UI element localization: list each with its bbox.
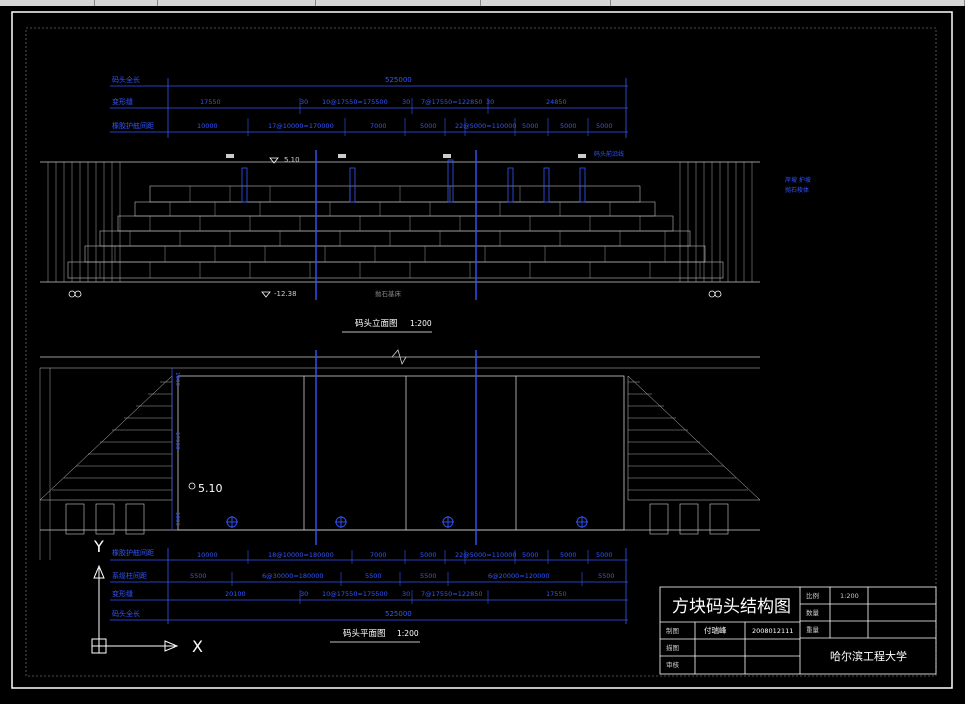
dim-fender-cell: 17@10000=170000 bbox=[268, 122, 334, 130]
dim-joint-cell: 17550 bbox=[200, 98, 221, 106]
dim-fender-label: 橡胶护舷间距 bbox=[112, 121, 154, 130]
dim-joint-label-plan: 变形缝 bbox=[112, 589, 133, 598]
side-note-1: 岸坡 护坡 bbox=[785, 176, 811, 184]
plan-dim-3: 1000 bbox=[174, 512, 180, 526]
dim-fender-cell: 10000 bbox=[197, 122, 218, 130]
bottom-note: 抛石基床 bbox=[375, 289, 402, 298]
dim-joint-plan-cell: 20100 bbox=[225, 590, 246, 598]
dim-fender-plan-cell: 5000 bbox=[420, 551, 437, 559]
cad-viewport[interactable]: 码头全长 变形缝 橡胶护舷间距 525000 17550 30 10@17550… bbox=[0, 6, 965, 700]
dim-joint-plan-cell: 30 bbox=[402, 590, 410, 598]
dim-fender-cell: 22@5000=110000 bbox=[455, 122, 517, 130]
plan-dimensions: 橡胶护舷间距 系缆柱间距 变形缝 码头全长 10000 18@10000=180… bbox=[110, 548, 628, 643]
dim-total-label-plan: 码头全长 bbox=[112, 609, 140, 618]
toolbar-strip bbox=[0, 0, 965, 6]
label-drawn: 制图 bbox=[666, 626, 679, 635]
dim-bollard-cell: 5500 bbox=[190, 572, 207, 580]
dim-fender-cell: 7000 bbox=[370, 122, 387, 130]
dim-total-value: 525000 bbox=[385, 76, 412, 84]
dim-bollard-label: 系缆柱间距 bbox=[112, 571, 147, 580]
cad-drawing: 码头全长 变形缝 橡胶护舷间距 525000 17550 30 10@17550… bbox=[11, 11, 953, 689]
elevation-scale: 1:200 bbox=[410, 319, 432, 328]
elevation-view: 5.10 -12.38 抛石基床 码头前沿线 岸坡 护坡 抛石棱体 码头立面图 … bbox=[40, 150, 811, 333]
dim-fender-plan-cell: 5000 bbox=[596, 551, 613, 559]
dim-joint-plan-cell: 17550 bbox=[546, 590, 567, 598]
dim-fender-plan-cell: 18@10000=180000 bbox=[268, 551, 334, 559]
dim-joint-label: 变形缝 bbox=[112, 97, 133, 106]
plan-dim-2: 17000 bbox=[174, 432, 180, 450]
plan-view: 1000 17000 1000 5.10 bbox=[39, 349, 761, 560]
dim-fender-label-plan: 橡胶护舷间距 bbox=[112, 548, 154, 557]
side-note-2: 抛石棱体 bbox=[785, 186, 809, 194]
drawn-by: 付瑞峰 bbox=[704, 625, 727, 635]
dim-fender-cell: 5000 bbox=[596, 122, 613, 130]
dim-bollard-cell: 5500 bbox=[420, 572, 437, 580]
dim-fender-cell: 5000 bbox=[420, 122, 437, 130]
elev-top-level: 5.10 bbox=[284, 156, 300, 164]
toolbar-segment[interactable] bbox=[611, 0, 965, 6]
dim-fender-plan-cell: 22@5000=110000 bbox=[455, 551, 517, 559]
dim-fender-plan-cell: 5000 bbox=[560, 551, 577, 559]
dim-fender-plan-cell: 5000 bbox=[522, 551, 539, 559]
top-note: 码头前沿线 bbox=[594, 150, 624, 158]
drawing-title: 方块码头结构图 bbox=[672, 597, 791, 617]
label-qty: 数量 bbox=[806, 608, 820, 617]
dim-joint-plan-cell: 10@17550=175500 bbox=[322, 590, 388, 598]
dim-joint-cell: 24850 bbox=[546, 98, 567, 106]
label-weight: 重量 bbox=[806, 626, 820, 634]
scale-value: 1:200 bbox=[840, 592, 859, 600]
dim-bollard-cell: 6@30000=180000 bbox=[262, 572, 324, 580]
elev-bottom-level: -12.38 bbox=[274, 290, 297, 298]
elevation-dimensions: 码头全长 变形缝 橡胶护舷间距 525000 17550 30 10@17550… bbox=[110, 75, 628, 138]
dim-joint-cell: 30 bbox=[486, 98, 494, 106]
plan-scale: 1:200 bbox=[397, 629, 419, 638]
toolbar-segment[interactable] bbox=[0, 0, 96, 6]
dim-fender-cell: 5000 bbox=[560, 122, 577, 130]
axis-y-label: Y bbox=[93, 537, 104, 556]
plan-title: 码头平面图 bbox=[343, 628, 386, 639]
dim-fender-cell: 5000 bbox=[522, 122, 539, 130]
label-review: 审核 bbox=[666, 660, 680, 669]
dim-fender-plan-cell: 10000 bbox=[197, 551, 218, 559]
toolbar-segment[interactable] bbox=[316, 0, 481, 6]
dim-fender-plan-cell: 7000 bbox=[370, 551, 387, 559]
label-design: 描图 bbox=[666, 643, 679, 652]
toolbar-segment[interactable] bbox=[95, 0, 159, 6]
dim-joint-cell: 7@17550=122850 bbox=[421, 98, 483, 106]
axis-x-label: X bbox=[192, 637, 203, 656]
dim-bollard-cell: 5500 bbox=[365, 572, 382, 580]
dim-total-label: 码头全长 bbox=[112, 75, 140, 84]
toolbar-segment[interactable] bbox=[481, 0, 612, 6]
plan-level: 5.10 bbox=[198, 482, 223, 495]
student-no: 2008012111 bbox=[752, 627, 793, 635]
dim-joint-plan-cell: 7@17550=122850 bbox=[421, 590, 483, 598]
toolbar-segment[interactable] bbox=[158, 0, 317, 6]
dim-joint-plan-cell: 30 bbox=[300, 590, 308, 598]
outer-border bbox=[11, 11, 953, 689]
dim-joint-cell: 30 bbox=[300, 98, 308, 106]
dim-bollard-cell: 5500 bbox=[598, 572, 615, 580]
label-ratio: 比例 bbox=[806, 591, 819, 600]
school-name: 哈尔滨工程大学 bbox=[830, 649, 907, 663]
plan-dim-1: 1000 bbox=[174, 372, 180, 386]
ucs-axes-icon bbox=[91, 564, 179, 654]
dim-total-plan-value: 525000 bbox=[385, 610, 412, 618]
dim-joint-cell: 30 bbox=[402, 98, 410, 106]
dim-bollard-cell: 6@20000=120000 bbox=[488, 572, 550, 580]
dim-joint-cell: 10@17550=175500 bbox=[322, 98, 388, 106]
title-block bbox=[659, 586, 937, 675]
inner-border bbox=[25, 27, 937, 677]
elevation-title: 码头立面图 bbox=[355, 318, 398, 329]
